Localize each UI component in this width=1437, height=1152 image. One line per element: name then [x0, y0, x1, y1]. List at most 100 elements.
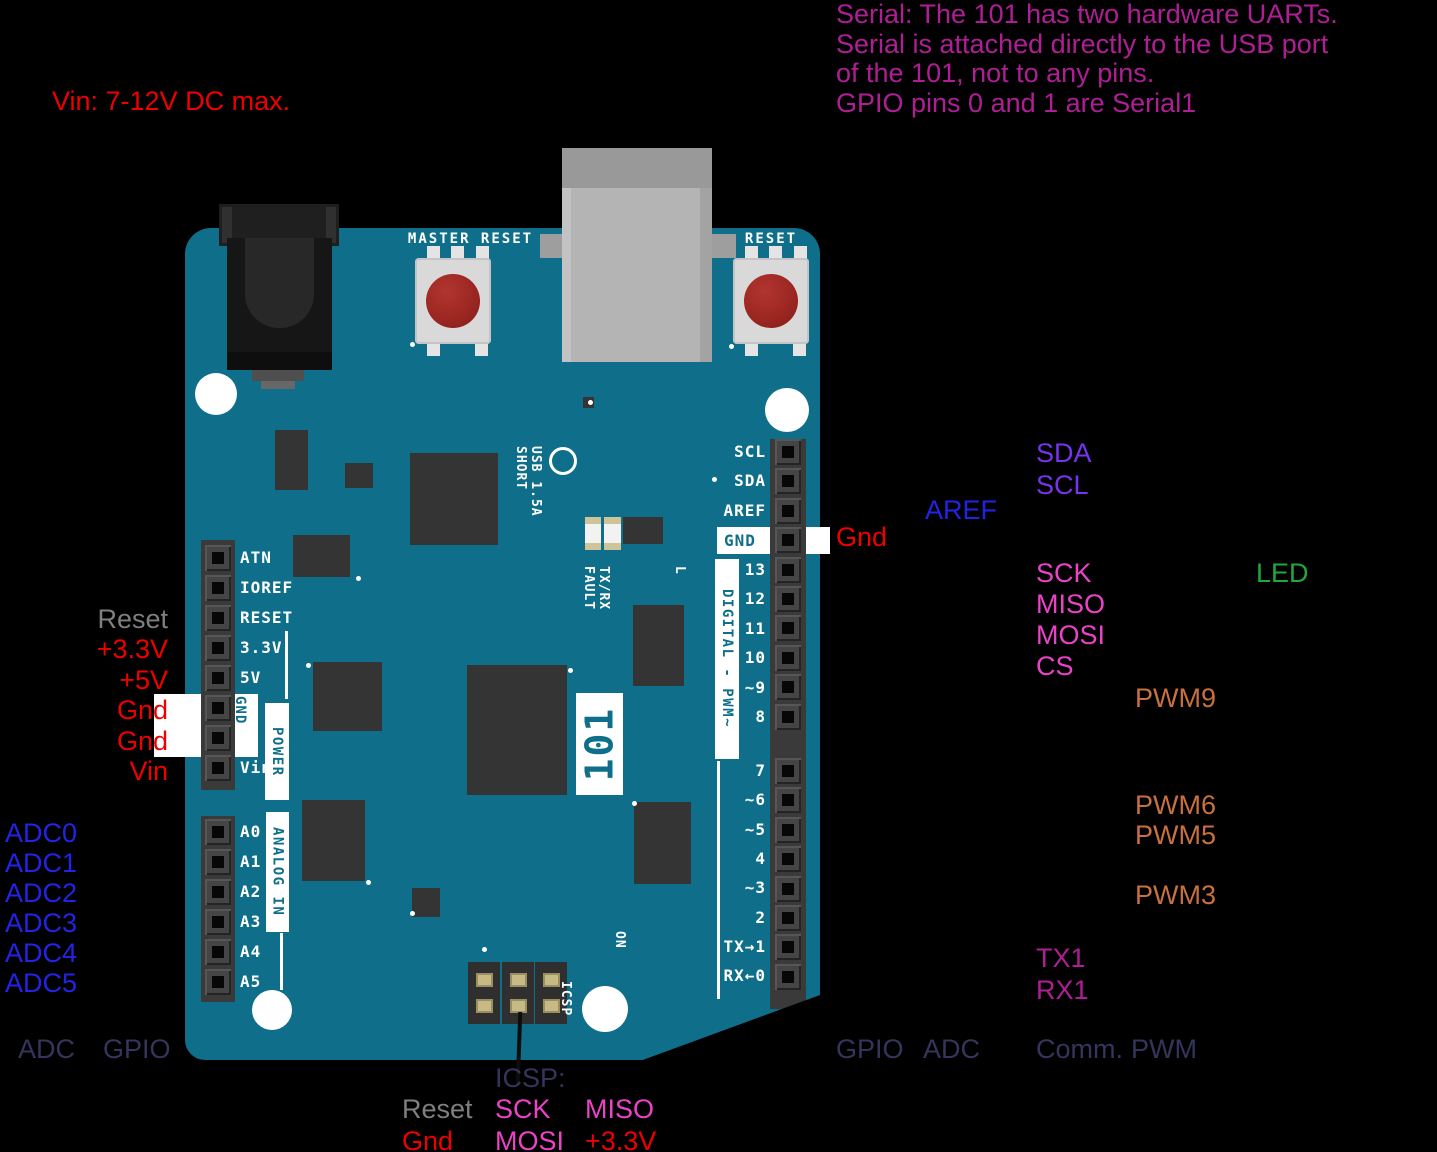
serial-note: Serial: The 101 has two hardware UARTs. … — [836, 0, 1338, 118]
digital-pin-label: 10 — [744, 648, 766, 667]
spi-annotation: MOSI — [1036, 620, 1106, 650]
digital-pin-label: 8 — [755, 707, 766, 726]
serial-note-line: of the 101, not to any pins. — [836, 58, 1155, 88]
pin-hole — [775, 934, 801, 961]
txrx-fault-label: TX/RX FAULT — [581, 566, 611, 611]
button-leg — [427, 246, 440, 260]
power-pin-label: ATN — [240, 548, 272, 567]
digital-pin-label: RX←0 — [723, 966, 766, 985]
pin-hole — [775, 816, 801, 843]
mounting-hole — [765, 388, 809, 432]
usb-shield-tab — [712, 234, 736, 258]
ic-chip — [412, 888, 440, 917]
barrel-jack-flange-edge — [222, 207, 232, 243]
digital-pin-label: SDA — [734, 471, 766, 490]
mounting-hole — [195, 373, 237, 415]
button-leg — [476, 246, 489, 260]
icsp-silk-label: ICSP — [558, 981, 573, 1017]
aref-annotation: AREF — [925, 495, 998, 525]
pin-hole — [775, 846, 801, 873]
power-annotation: +3.3V — [96, 634, 168, 664]
fiducial-dot — [482, 947, 487, 952]
digital-pin-label: ~5 — [744, 820, 766, 839]
power-bracket-line — [285, 631, 288, 699]
digital-pin-label: 13 — [744, 560, 766, 579]
category-label: PWM — [1131, 1034, 1197, 1064]
gnd-annotation: Gnd — [836, 522, 888, 552]
serial1-annotation: TX1 — [1036, 943, 1086, 973]
icsp-pad — [509, 973, 527, 988]
icsp-annotation: Reset — [402, 1094, 473, 1124]
button-leg — [745, 246, 758, 260]
serial-note-line: GPIO pins 0 and 1 are Serial1 — [836, 87, 1197, 118]
analog-header-pins — [205, 819, 231, 995]
barrel-jack-bore — [245, 238, 314, 328]
button-leg — [475, 342, 488, 356]
pin-hole — [775, 758, 801, 784]
power-annotation: Gnd — [116, 695, 168, 725]
silk-circle — [549, 447, 577, 475]
pwm-annotation: PWM5 — [1135, 820, 1216, 850]
icsp-header-column — [535, 962, 567, 1024]
pin-hole — [205, 665, 231, 691]
icsp-pad — [475, 973, 493, 988]
pin-hole — [205, 545, 231, 571]
button-leg — [769, 246, 782, 260]
icsp-pad — [475, 998, 493, 1013]
digital-pin-label: SCL — [734, 442, 766, 461]
icsp-annotation: MISO — [585, 1094, 655, 1124]
analog-pin-label: A0 — [240, 822, 262, 841]
pin-hole — [775, 703, 801, 730]
power-pin-label: 3.3V — [240, 638, 283, 657]
pin-hole — [205, 879, 231, 905]
power-gnd-pin-label: GND — [232, 696, 248, 725]
power-section-label: POWER — [265, 703, 289, 800]
digital-bracket-line — [717, 761, 720, 999]
button-leg — [794, 246, 807, 260]
pin-hole — [775, 556, 801, 583]
digital-pin-label: 4 — [755, 849, 766, 868]
digital-header-pins-bottom — [775, 758, 801, 990]
pin-hole — [775, 904, 801, 931]
power-annotation: Reset — [97, 604, 168, 634]
digital-pin-label: ~9 — [744, 678, 766, 697]
master-reset-button-cap — [426, 274, 480, 328]
category-label: ADC — [923, 1034, 981, 1064]
ic-chip — [275, 430, 308, 490]
button-leg — [793, 342, 806, 356]
adc-annotation: ADC5 — [5, 968, 78, 998]
mounting-hole — [582, 986, 628, 1032]
reset-label: RESET — [744, 231, 798, 247]
icsp-pad — [542, 998, 560, 1013]
model-101-logo: 101 — [576, 693, 623, 795]
category-label: Comm. — [1036, 1034, 1123, 1064]
pin-hole — [205, 939, 231, 965]
serial1-annotation: RX1 — [1036, 975, 1089, 1005]
power-annotation: Vin — [129, 756, 168, 786]
power-pin-label: IOREF — [240, 578, 294, 597]
analog-bracket-line — [280, 933, 283, 990]
i2c-annotation: SCL — [1036, 470, 1089, 500]
analog-in-section-label: ANALOG IN — [266, 812, 289, 932]
ic-chip — [633, 605, 684, 686]
spi-annotation: MISO — [1036, 589, 1106, 619]
fiducial-dot — [568, 668, 573, 673]
adc-annotation: ADC1 — [5, 848, 78, 878]
icsp-header-column — [468, 962, 500, 1024]
led-annotation: LED — [1256, 558, 1309, 588]
pin-hole — [205, 849, 231, 875]
pin-hole — [205, 969, 231, 995]
adc-annotation: ADC4 — [5, 938, 78, 968]
pin-hole — [205, 725, 231, 751]
ic-chip — [623, 517, 663, 544]
mounting-hole — [252, 990, 292, 1030]
ic-chip — [410, 453, 498, 545]
digital-section-label: DIGITAL - PWM~ — [715, 559, 739, 759]
serial-note-line: Serial is attached directly to the USB p… — [836, 28, 1329, 59]
digital-pin-label: ~3 — [744, 878, 766, 897]
i2c-annotation: SDA — [1036, 438, 1092, 468]
pin-hole — [205, 695, 231, 721]
pin-hole — [775, 585, 801, 612]
digital-header-pins-top — [775, 439, 801, 730]
